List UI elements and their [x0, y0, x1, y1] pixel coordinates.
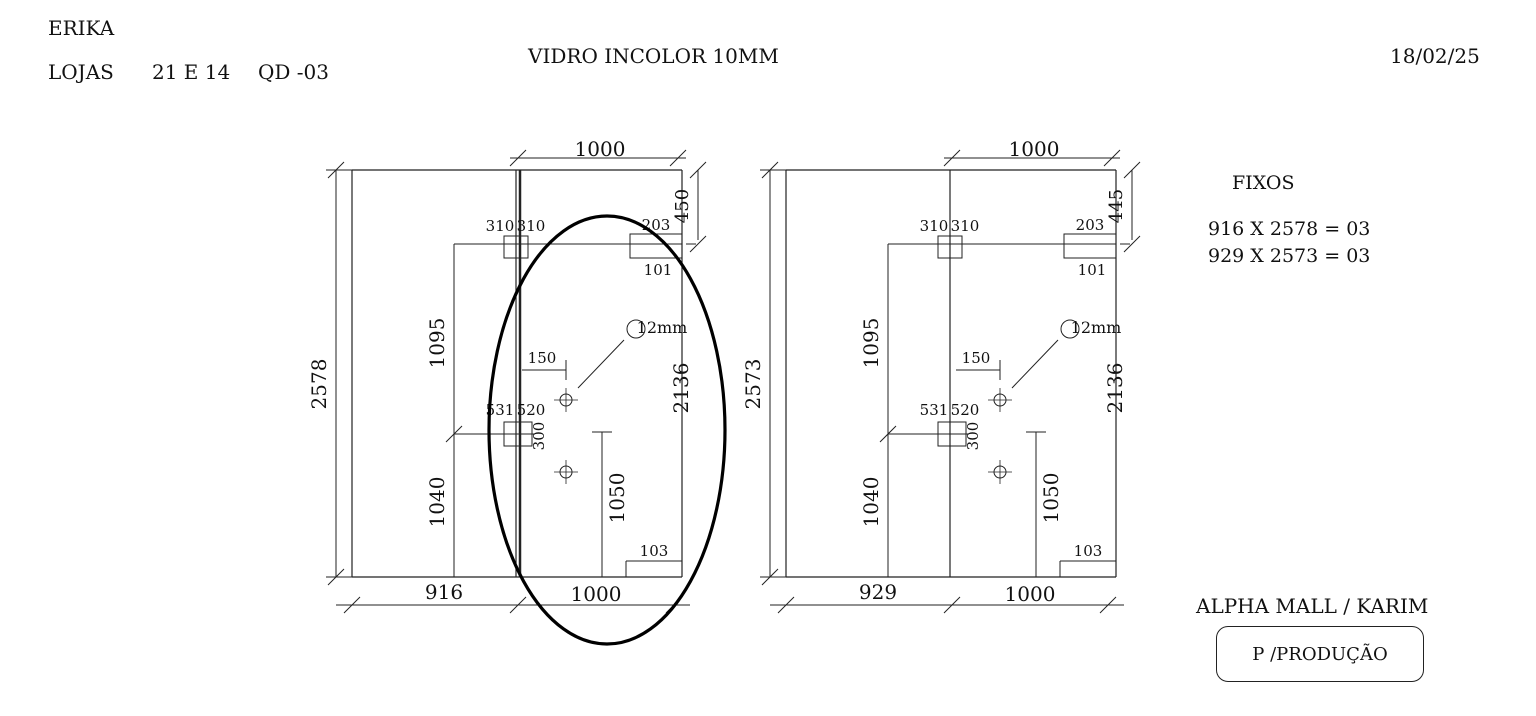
dim-tick [777, 596, 795, 614]
top-gap-label: 445 [1106, 189, 1127, 223]
store-label: LOJAS [48, 60, 114, 84]
dim-tick [343, 596, 361, 614]
dim-tick [761, 161, 779, 179]
fixed-width-label: 929 [859, 580, 897, 604]
dim-tick [689, 161, 707, 179]
dim-tick [1123, 235, 1141, 253]
dim-tick [1103, 149, 1121, 167]
block-code: QD -03 [258, 60, 329, 84]
door-height-label: 2136 [1103, 363, 1127, 414]
overall-height-label: 2578 [307, 359, 331, 410]
door-width-bottom-label: 1000 [1005, 582, 1056, 606]
mid-hinge [937, 421, 967, 447]
fixed-item-2: 929 X 2573 = 03 [1208, 245, 1371, 267]
hole-leader [1011, 339, 1059, 389]
drawing-date: 18/02/25 [1390, 44, 1480, 68]
upper-height-label: 1095 [859, 318, 883, 369]
upper-height-label: 1095 [425, 318, 449, 369]
lower-height-label: 1040 [425, 477, 449, 528]
fixed-width-label: 916 [425, 580, 463, 604]
top-hinge [503, 235, 529, 259]
fixed-item-1: 916 X 2578 = 03 [1208, 218, 1371, 240]
hole-offset-label: 150 [962, 349, 991, 367]
dim-tick [509, 149, 527, 167]
client-name: ERIKA [48, 16, 115, 40]
top-patch [1063, 233, 1117, 259]
hole-offset-label: 150 [528, 349, 557, 367]
material-title: VIDRO INCOLOR 10MM [528, 44, 779, 68]
handle-height-label: 1050 [1039, 473, 1063, 524]
bottom-patch-label: 103 [1074, 542, 1103, 560]
dim-tick [509, 596, 527, 614]
diameter-icon [1060, 319, 1080, 339]
dim-tick [761, 568, 779, 586]
project-name: ALPHA MALL / KARIM [1196, 594, 1429, 618]
door-width-top-label: 1000 [1009, 137, 1060, 161]
hole-spacing-label: 300 [964, 422, 982, 451]
highlight-ellipse [487, 214, 727, 646]
hole-diameter-label: 12mm [637, 318, 688, 337]
fixed-list-title: FIXOS [1232, 172, 1295, 194]
hinge-mid-right-label: 520 [951, 401, 980, 419]
hole-spacing-label: 300 [530, 422, 548, 451]
hinge-top-right-label: 310 [517, 217, 546, 235]
patch-top-a-label: 203 [642, 216, 671, 234]
lower-height-label: 1040 [859, 477, 883, 528]
top-hinge [937, 235, 963, 259]
dim-tick [327, 568, 345, 586]
dim-tick [689, 235, 707, 253]
door-width-bottom-label: 1000 [571, 582, 622, 606]
dim-tick [1123, 161, 1141, 179]
overall-height-label: 2573 [741, 359, 765, 410]
dim-tick [943, 149, 961, 167]
dim-tick [327, 161, 345, 179]
diameter-icon [626, 319, 646, 339]
top-gap-label: 450 [672, 189, 693, 223]
door-height-label: 2136 [669, 363, 693, 414]
hinge-mid-left-label: 531 [486, 401, 515, 419]
hole-diameter-label: 12mm [1071, 318, 1122, 337]
handle-height-label: 1050 [605, 473, 629, 524]
mid-hinge [503, 421, 533, 447]
patch-top-b-label: 101 [644, 261, 673, 279]
bottom-patch-label: 103 [640, 542, 669, 560]
hinge-mid-right-label: 520 [517, 401, 546, 419]
status-badge: P /PRODUÇÃO [1216, 626, 1424, 682]
door-width-top-label: 1000 [575, 137, 626, 161]
hinge-top-right-label: 310 [951, 217, 980, 235]
dim-tick [943, 596, 961, 614]
store-numbers: 21 E 14 [152, 60, 231, 84]
hinge-mid-left-label: 531 [920, 401, 949, 419]
hinge-top-left-label: 310 [486, 217, 515, 235]
patch-top-a-label: 203 [1076, 216, 1105, 234]
dim-tick [1099, 596, 1117, 614]
dim-tick [669, 149, 687, 167]
patch-top-b-label: 101 [1078, 261, 1107, 279]
hinge-top-left-label: 310 [920, 217, 949, 235]
hole-leader [577, 339, 625, 389]
